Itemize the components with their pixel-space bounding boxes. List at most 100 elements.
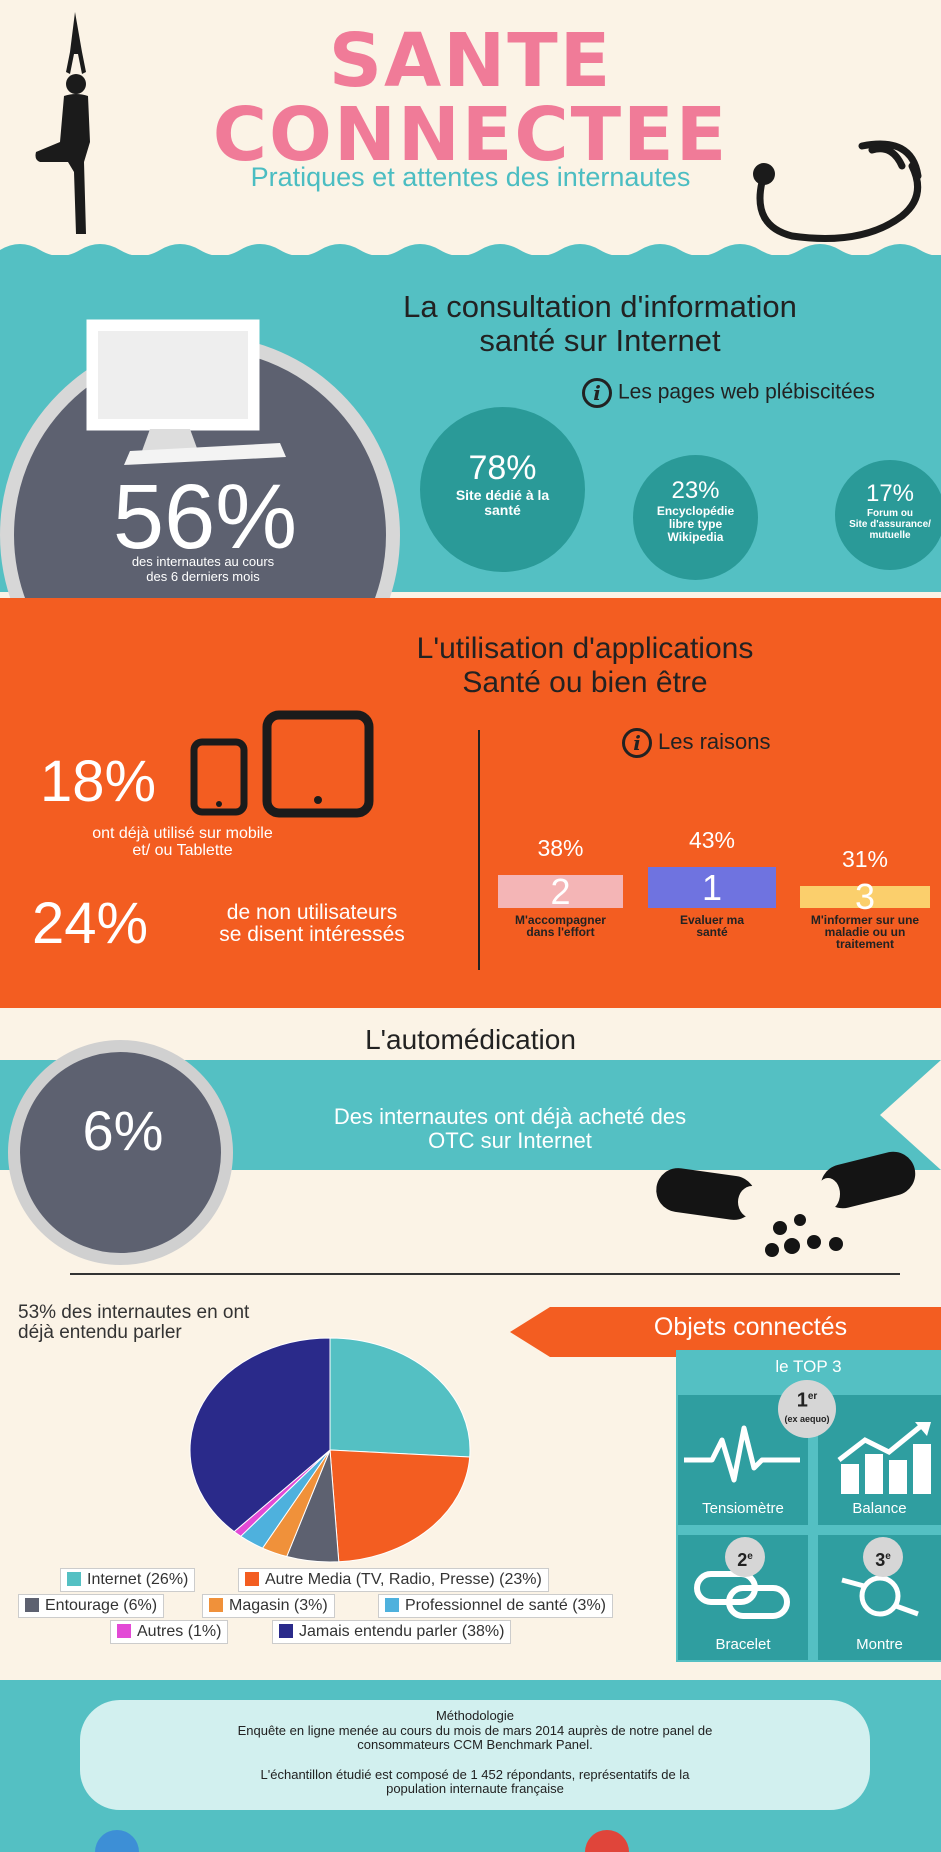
web-page-stat-label: mutuelle [869,530,911,541]
legend-swatch [245,1572,259,1586]
methodology-title: Méthodologie [435,1708,515,1723]
web-page-stat-value: 17% [865,480,915,507]
web-page-stat-label: Wikipedia [667,530,724,544]
rank-3-number: 3 [875,1550,886,1570]
title-line-2: CONNECTEE [212,92,729,178]
legend-swatch [67,1572,81,1586]
web-page-stat-label: Site d'assurance/ [849,519,931,530]
interested-label-line-2: se disent intéressés [219,923,405,946]
legend-item: Magasin (3%) [202,1594,335,1618]
legend-item: Jamais entendu parler (38%) [272,1620,512,1644]
web-pages-info-label: Les pages web plébiscitées [618,380,875,404]
legend-swatch [279,1624,293,1638]
otc-stat-text-line-1: Des internautes ont déjà acheté des [333,1104,687,1129]
awareness-label: 53% des internautes en ont déjà entendu … [18,1303,348,1343]
rising-chart-icon [837,1422,931,1494]
watch-icon [841,1575,919,1617]
reason-label-line: M'informer sur une [810,913,920,927]
legend-label: Entourage (6%) [45,1597,158,1614]
web-page-stat-label: libre type [668,517,723,531]
pie-slice [189,1337,331,1533]
legend-label: Internet (26%) [87,1571,189,1588]
methodology-line-1: Enquête en ligne menée au cours du mois … [237,1723,713,1738]
rank-1-note: (ex aequo) [784,1413,830,1424]
mobile-usage-label-line-1: ont déjà utilisé sur mobile [92,825,273,842]
top3-title: le TOP 3 [775,1357,842,1376]
blue-circle-icon [95,1830,139,1852]
methodology-line-4: population internaute française [386,1781,564,1796]
rank-2-badge: 2e [725,1537,765,1577]
legend-label: Autres (1%) [137,1623,222,1640]
reason-label-line: traitement [835,937,894,951]
legend-swatch [25,1598,39,1612]
smartphone-icon [190,738,248,816]
reason-label-line: dans l'effort [526,925,595,939]
rank-2-suffix: e [747,1551,753,1562]
computer-monitor-icon [86,319,286,465]
web-page-stat-value: 23% [671,477,720,504]
balance-label: Balance [852,1500,907,1517]
legend-swatch [117,1624,131,1638]
legend-swatch [385,1598,399,1612]
methodology-line-3: L'échantillon étudié est composé de 1 45… [260,1767,690,1782]
header [0,0,941,255]
web-page-stat-label: Site dédié à la [455,487,550,503]
consultation-title: La consultation d'information santé sur … [300,290,900,358]
big-stat-label-line-1: des internautes au cours [131,554,275,569]
rank-3-badge: 3e [863,1537,903,1577]
pie-slice [329,1337,471,1458]
applications-title: L'utilisation d'applications Santé ou bi… [220,632,941,700]
legend-item: Autre Media (TV, Radio, Presse) (23%) [238,1568,549,1592]
info-icon: i [622,728,652,758]
big-stat-label: des internautes au cours des 6 derniers … [88,554,318,584]
automedication-title: L'automédication [365,1024,576,1055]
big-stat-value: 56% [112,466,298,568]
rank-1-suffix: er [807,1391,818,1402]
red-circle-icon [585,1830,629,1852]
mobile-usage-label-line-2: et/ ou Tablette [132,842,233,859]
interested-stat: 24% [32,891,149,956]
horizontal-rule [70,1273,900,1275]
tablet-icon [262,710,374,818]
web-page-stat-2: 23% Encyclopédie libre type Wikipedia [633,455,758,580]
methodology-paragraph-1: Enquête en ligne menée au cours du mois … [80,1724,870,1752]
legend-label: Professionnel de santé (3%) [405,1597,606,1614]
awareness-label-line-2: déjà entendu parler [18,1322,182,1343]
heartbeat-icon [684,1425,800,1483]
title-line-1: SANTE [328,18,613,104]
methodology-line-2: consommateurs CCM Benchmark Panel. [357,1737,593,1752]
yoga-figure-icon [35,12,90,234]
web-page-stat-label: santé [484,502,521,518]
rank-2-number: 2 [737,1550,748,1570]
reason-percent: 31% [841,846,889,872]
web-page-stat-3: 17% Forum ou Site d'assurance/ mutuelle [835,460,941,570]
applications-title-line-2: Santé ou bien être [462,666,708,699]
section-divider [478,730,480,970]
tensiometre-label: Tensiomètre [702,1500,784,1517]
awareness-label-line-1: 53% des internautes en ont [18,1302,250,1323]
montre-label: Montre [856,1636,903,1653]
legend-item: Autres (1%) [110,1620,229,1644]
web-page-stat-value: 78% [468,449,537,487]
automedication-banner [0,1060,941,1170]
legend-label: Autre Media (TV, Radio, Presse) (23%) [265,1571,542,1588]
legend-item: Internet (26%) [60,1568,196,1592]
otc-stat-value: 6% [82,1099,164,1162]
legend-item: Entourage (6%) [18,1594,165,1618]
legend-swatch [209,1598,223,1612]
objects-title: Objets connectés [653,1313,848,1341]
consultation-title-line-1: La consultation d'information [403,289,797,324]
legend-label: Magasin (3%) [229,1597,328,1614]
reason-bar: 3 [800,879,930,915]
bracelet-icon [694,1571,790,1619]
reason-percent: 38% [537,835,584,861]
reason-label-line: Evaluer ma [679,913,745,927]
applications-title-line-1: L'utilisation d'applications [416,632,754,665]
reason-label-line: santé [696,925,728,939]
web-page-stat-label: Forum ou [866,508,914,519]
reason-bar: 1 [648,867,776,908]
